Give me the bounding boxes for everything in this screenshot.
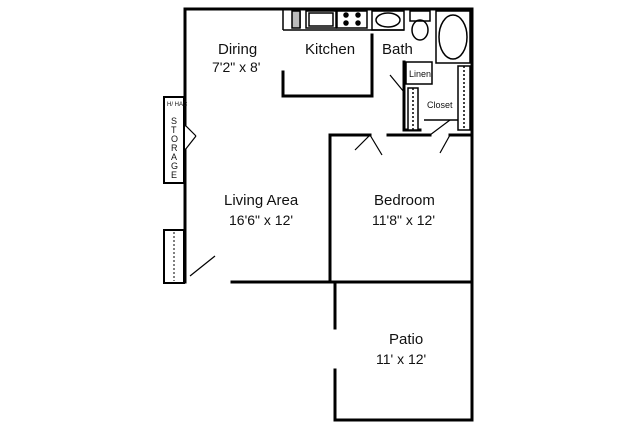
storage-letter: S [171,116,177,126]
storage-letters: S T O R A G E [171,116,178,180]
linen-label: Linen [409,69,431,79]
dining-dims: 7'2" x 8' [212,59,260,75]
storage-hvac-label: H/ HAC [167,102,188,108]
bath-label: Bath [382,41,413,58]
living-dims: 16'6" x 12' [229,212,293,228]
storage-letter: O [171,134,178,144]
storage-letter: G [171,161,178,171]
storage-letter: E [171,170,177,180]
kitchen-appliances [282,9,404,31]
dining-label: Diring [218,41,257,58]
storage-letter: T [171,125,177,135]
closet-shelves [405,61,471,131]
patio-dims: 11' x 12' [376,351,426,367]
patio-label: Patio [389,331,423,348]
bath-fixtures [371,10,471,64]
bedroom-dims: 11'8" x 12' [372,212,435,228]
bedroom-label: Bedroom [374,192,435,209]
storage-letter: A [171,152,177,162]
closet-label: Closet [427,100,453,110]
storage-closets [163,96,185,284]
kitchen-label: Kitchen [305,41,355,58]
living-label: Living Area [224,192,299,209]
storage-letter: R [171,143,178,153]
door-swings [184,74,451,277]
